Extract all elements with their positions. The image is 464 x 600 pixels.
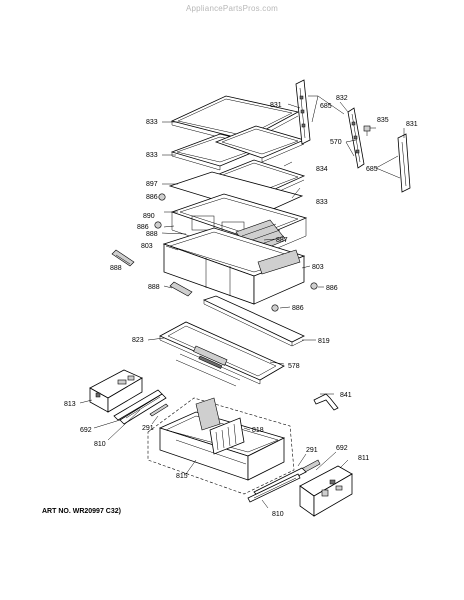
- callout-888-left: 888: [110, 265, 122, 272]
- cover-823: [159, 321, 285, 387]
- callout-897: 897: [146, 181, 158, 188]
- strip-888-mid: [169, 281, 193, 297]
- watermark: AppliancePartsPros.com: [186, 4, 278, 13]
- callout-291-right: 291: [306, 447, 318, 454]
- clip-841: [313, 393, 339, 411]
- tray-819: [202, 295, 305, 347]
- callout-834: 834: [316, 166, 328, 173]
- clip-886-right: [310, 282, 318, 290]
- callout-888-upper: 888: [146, 231, 158, 238]
- strip-888-left: [111, 249, 135, 267]
- rail-831-left: [295, 79, 311, 145]
- bracket-692-left: [113, 389, 163, 421]
- callout-831-left: 831: [270, 102, 282, 109]
- callout-887: 887: [276, 237, 288, 244]
- callout-886-right: 886: [326, 285, 338, 292]
- callout-833-top: 833: [146, 119, 158, 126]
- callout-886-bottom: 886: [292, 305, 304, 312]
- callout-578: 578: [288, 363, 300, 370]
- callout-692-left: 692: [80, 427, 92, 434]
- clip-886-mid: [154, 221, 162, 229]
- slide-810-right: [247, 473, 301, 503]
- callout-685-right: 685: [366, 166, 378, 173]
- screw-835: [363, 125, 371, 136]
- callout-803-right: 803: [312, 264, 324, 271]
- callout-819: 819: [318, 338, 330, 345]
- callout-886-left: 886: [146, 194, 158, 201]
- drawer-803: [162, 227, 306, 305]
- callout-810-left: 810: [94, 441, 106, 448]
- rail-832: [347, 107, 365, 169]
- callout-833-right: 833: [316, 199, 328, 206]
- art-number: ART NO. WR20997 C32): [42, 508, 121, 515]
- callout-811: 811: [358, 455, 369, 462]
- callout-888-mid: 888: [148, 284, 160, 291]
- callout-835: 835: [377, 117, 389, 124]
- control-housing-811: [299, 465, 353, 517]
- callout-813: 813: [64, 401, 76, 408]
- callout-803-left: 803: [141, 243, 153, 250]
- callout-823: 823: [132, 337, 144, 344]
- callout-890: 890: [143, 213, 155, 220]
- callout-692-right: 692: [336, 445, 348, 452]
- callout-841: 841: [340, 392, 352, 399]
- callout-831-right: 831: [406, 121, 418, 128]
- callout-886-mid: 886: [137, 224, 149, 231]
- callout-685-top: 685: [320, 103, 332, 110]
- leader-lines: [79, 95, 405, 509]
- control-housing-813: [89, 369, 143, 413]
- clip-886-left: [158, 193, 166, 201]
- callout-818: 818: [252, 427, 264, 434]
- callout-810-right: 810: [272, 511, 284, 518]
- clip-886-bottom: [271, 304, 279, 312]
- callout-815: 815: [176, 473, 188, 480]
- rail-831-right: [397, 133, 411, 193]
- divider-818: [209, 417, 245, 455]
- callout-832: 832: [336, 95, 348, 102]
- callout-291-left: 291: [142, 425, 154, 432]
- callout-570: 570: [330, 139, 342, 146]
- callout-833-left: 833: [146, 152, 158, 159]
- callout-labels: 833 833 833 834 831 831 685 685 832 835 …: [64, 95, 418, 518]
- slide-291-left: [149, 403, 169, 417]
